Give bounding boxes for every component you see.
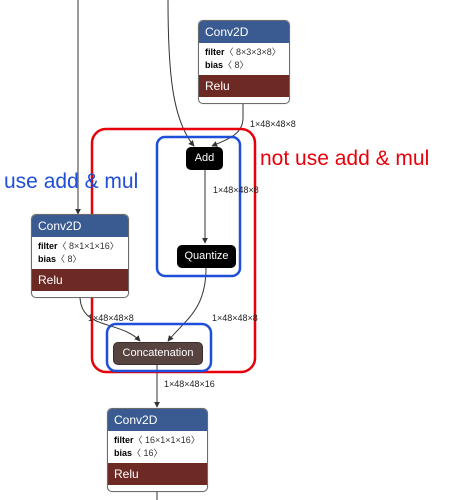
- filter-value: 〈 16×1×1×16〉: [133, 435, 200, 445]
- not-use-add-mul-annotation: not use add & mul: [260, 147, 430, 170]
- blue-region-box-concat: [105, 322, 213, 373]
- conv2d-node-left[interactable]: Conv2D filter〈 8×1×1×16〉 bias〈 8〉 Relu: [31, 214, 129, 298]
- edge-quantize-to-concat: [167, 267, 207, 342]
- node-attributes: filter〈 16×1×1×16〉 bias〈 16〉: [108, 431, 207, 463]
- node-title: Conv2D: [199, 21, 289, 43]
- conv2d-node-bottom[interactable]: Conv2D filter〈 16×1×1×16〉 bias〈 16〉 Relu: [107, 408, 208, 492]
- edge-label: 1×48×48×16: [164, 379, 215, 389]
- bias-value: 〈 16〉: [132, 448, 163, 458]
- activation-label: Relu: [108, 463, 207, 485]
- filter-value: 〈 8×1×1×16〉: [57, 241, 119, 251]
- filter-label: filter: [38, 241, 58, 251]
- bias-label: bias: [205, 60, 224, 70]
- quantize-node[interactable]: Quantize: [177, 245, 236, 268]
- node-attributes: filter〈 8×3×3×8〉 bias〈 8〉: [199, 43, 289, 75]
- activation-label: Relu: [199, 75, 289, 97]
- node-title: Conv2D: [108, 409, 207, 431]
- conv2d-node-top[interactable]: Conv2D filter〈 8×3×3×8〉 bias〈 8〉 Relu: [198, 20, 290, 104]
- edge-label: 1×48×48×8: [213, 185, 259, 195]
- bias-label: bias: [114, 448, 133, 458]
- edge-conv-to-add: [211, 103, 244, 147]
- edge-label: 1×48×48×8: [212, 313, 258, 323]
- filter-value: 〈 8×3×3×8〉: [224, 47, 281, 57]
- bias-value: 〈 8〉: [223, 60, 249, 70]
- edge-label: 1×48×48×8: [88, 313, 134, 323]
- bias-label: bias: [38, 254, 57, 264]
- concatenation-node[interactable]: Concatenation: [113, 342, 203, 365]
- activation-label: Relu: [32, 269, 128, 291]
- edge-left-to-concat: [79, 295, 141, 342]
- bias-value: 〈 8〉: [56, 254, 82, 264]
- edge-label: 1×48×48×8: [250, 119, 296, 129]
- filter-label: filter: [205, 47, 225, 57]
- filter-label: filter: [114, 435, 134, 445]
- node-attributes: filter〈 8×1×1×16〉 bias〈 8〉: [32, 237, 128, 269]
- edge-to-add-left: [167, 0, 195, 147]
- add-node[interactable]: Add: [186, 147, 223, 170]
- use-add-mul-annotation: use add & mul: [4, 170, 139, 193]
- blue-region-box-add-quantize: [155, 135, 242, 278]
- node-title: Conv2D: [32, 215, 128, 237]
